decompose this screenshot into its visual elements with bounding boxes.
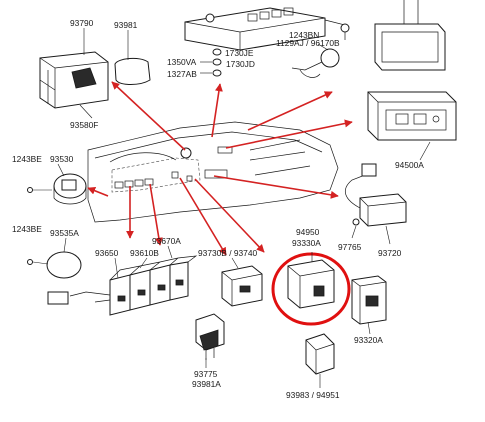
overhead-console	[184, 7, 350, 51]
label-93790: 93790	[70, 18, 94, 28]
label-1327AB: 1327AB	[167, 69, 197, 79]
label-94950: 94950	[296, 227, 320, 237]
switch-93330a	[287, 259, 335, 309]
switch-93730b	[221, 265, 263, 307]
label-93981A: 93981A	[192, 379, 221, 389]
switch-cap-93981	[114, 57, 151, 85]
dashboard-outline	[87, 121, 339, 223]
label-93535A: 93535A	[50, 228, 79, 238]
highlight-circle	[271, 252, 351, 326]
label-93981: 93981	[114, 20, 138, 30]
label-1243BE-a: 1243BE	[12, 154, 42, 164]
label-93983-94951: 93983 / 94951	[286, 390, 340, 400]
label-1243BN: 1243BN	[289, 30, 319, 40]
lamp-connector-96170b	[291, 48, 340, 78]
label-93530: 93530	[50, 154, 74, 164]
label-1243BE-b: 1243BE	[12, 224, 42, 234]
label-93330A: 93330A	[292, 238, 321, 248]
clock-unit-94500a	[367, 91, 457, 141]
blower-switch-93530	[27, 173, 87, 205]
label-93670A: 93670A	[152, 236, 181, 246]
connector-93775	[195, 313, 225, 360]
leader-lines	[57, 28, 431, 388]
knob-93535a	[27, 251, 82, 279]
label-93650: 93650	[95, 248, 119, 258]
label-93610B: 93610B	[130, 248, 159, 258]
switch-bank	[47, 255, 198, 316]
connector-93720	[344, 163, 407, 227]
label-1350VA: 1350VA	[167, 57, 197, 67]
label-97765: 97765	[338, 242, 362, 252]
part-labels: 93790 93981 93580F 1350VA 1730JE 1327AB …	[12, 18, 424, 400]
cover-93983	[305, 333, 335, 375]
label-93320A: 93320A	[354, 335, 383, 345]
label-1129AJ-96170B: 1129AJ / 96170B	[276, 38, 340, 48]
label-1730JE: 1730JE	[225, 48, 254, 58]
label-93720: 93720	[378, 248, 402, 258]
red-arrows	[87, 81, 353, 256]
switch-93320a	[351, 275, 387, 325]
screw-set	[200, 48, 222, 77]
hazard-switch-93790	[39, 51, 109, 109]
label-93730B-93740: 93730B / 93740	[198, 248, 257, 258]
panel-top-right	[374, 0, 446, 71]
label-94500A: 94500A	[395, 160, 424, 170]
label-93580F: 93580F	[70, 120, 98, 130]
label-93775: 93775	[194, 369, 218, 379]
label-1730JD: 1730JD	[226, 59, 255, 69]
